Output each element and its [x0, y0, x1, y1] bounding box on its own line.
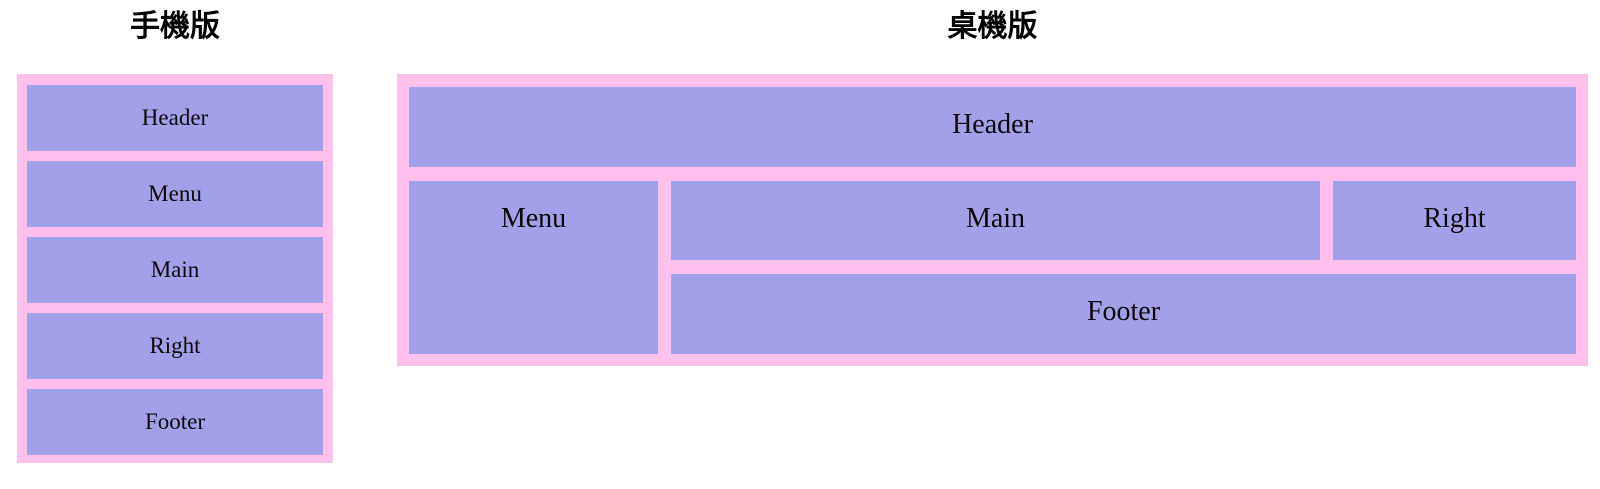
mobile-box-header: Header — [27, 85, 323, 151]
desktop-box-footer: Footer — [671, 274, 1576, 354]
mobile-box-right: Right — [27, 313, 323, 379]
mobile-layout-container: Header Menu Main Right Footer — [17, 74, 333, 463]
desktop-box-menu: Menu — [409, 181, 658, 354]
desktop-section-title: 桌機版 — [947, 9, 1038, 44]
mobile-box-menu: Menu — [27, 161, 323, 227]
desktop-box-right: Right — [1333, 181, 1576, 260]
desktop-layout-container: Header Menu Main Right Footer — [397, 74, 1588, 366]
mobile-section-title: 手機版 — [130, 9, 220, 44]
desktop-box-header: Header — [409, 87, 1576, 167]
desktop-box-main: Main — [671, 181, 1320, 260]
mobile-box-footer: Footer — [27, 389, 323, 455]
mobile-box-main: Main — [27, 237, 323, 303]
